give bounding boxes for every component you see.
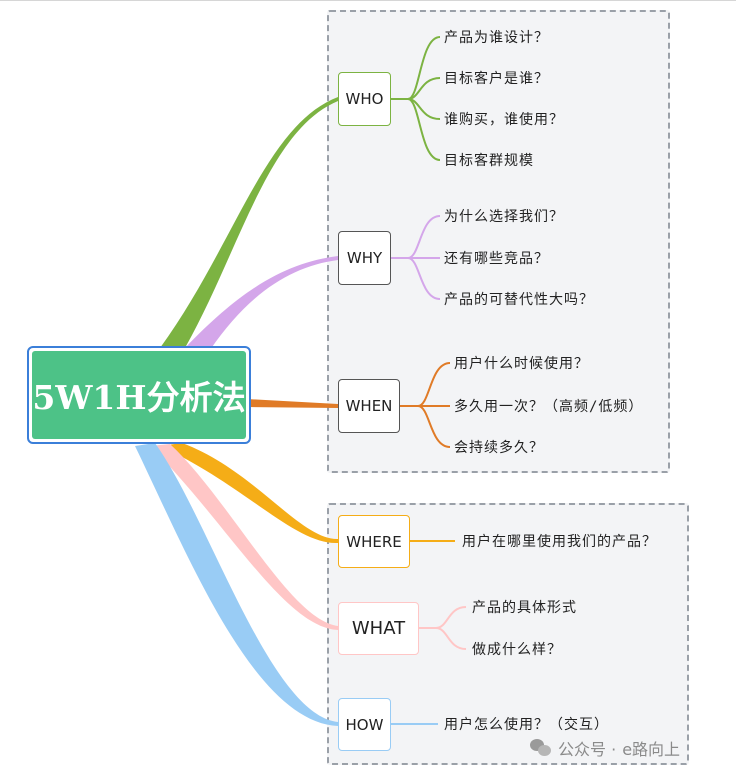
why-brackets xyxy=(391,215,441,300)
leaf-why-2[interactable]: 还有哪些竞品？ xyxy=(444,251,549,267)
watermark-name: e路向上 xyxy=(622,740,681,759)
who-brackets xyxy=(391,36,441,161)
branch-node-when[interactable]: WHEN xyxy=(338,379,400,433)
branch-line-where xyxy=(160,443,338,544)
leaf-when-2[interactable]: 多久用一次？（高频/低频） xyxy=(454,399,644,415)
branch-node-where[interactable]: WHERE xyxy=(338,515,410,568)
branch-line-what xyxy=(150,444,338,630)
leaf-who-4[interactable]: 目标客群规模 xyxy=(444,153,534,169)
leaf-when-1[interactable]: 用户什么时候使用？ xyxy=(454,356,589,372)
branch-node-how[interactable]: HOW xyxy=(338,698,391,751)
branch-node-what[interactable]: WHAT xyxy=(338,602,419,655)
branch-node-who[interactable]: WHO xyxy=(338,72,391,126)
watermark-prefix: 公众号 · xyxy=(558,740,617,759)
leaf-why-3[interactable]: 产品的可替代性大吗？ xyxy=(444,292,594,308)
when-brackets xyxy=(400,362,451,448)
leaf-what-2[interactable]: 做成什么样？ xyxy=(472,642,562,658)
central-topic[interactable]: 5W1H分析法 xyxy=(27,346,251,444)
branch-line-when xyxy=(247,399,338,408)
watermark: 公众号 · e路向上 xyxy=(530,736,680,760)
branch-line-why xyxy=(185,256,338,350)
leaf-who-2[interactable]: 目标客户是谁？ xyxy=(444,71,549,87)
leaf-why-1[interactable]: 为什么选择我们？ xyxy=(444,209,564,225)
top-border xyxy=(0,0,736,1)
leaf-who-3[interactable]: 谁购买，谁使用？ xyxy=(444,112,564,128)
leaf-who-1[interactable]: 产品为谁设计？ xyxy=(444,30,549,46)
leaf-how-1[interactable]: 用户怎么使用？（交互） xyxy=(444,717,609,733)
branch-node-why[interactable]: WHY xyxy=(338,231,391,285)
leaf-where-1[interactable]: 用户在哪里使用我们的产品？ xyxy=(462,534,657,550)
branch-line-how xyxy=(135,443,338,726)
leaf-when-3[interactable]: 会持续多久？ xyxy=(454,440,544,456)
branch-line-who xyxy=(160,97,338,348)
wechat-icon xyxy=(530,739,552,757)
what-brackets xyxy=(419,606,467,650)
leaf-what-1[interactable]: 产品的具体形式 xyxy=(472,600,577,616)
central-topic-label: 5W1H分析法 xyxy=(32,351,246,439)
